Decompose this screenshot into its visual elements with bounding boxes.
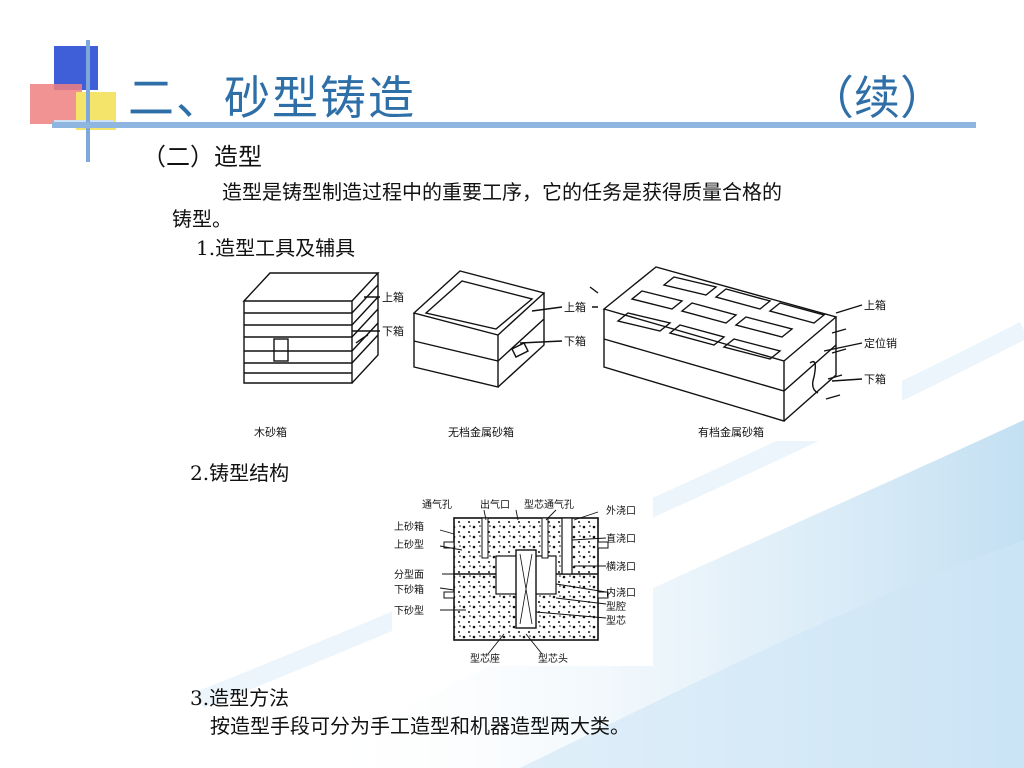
core-seat-label: 型芯座 [470,652,500,665]
ribbed-pin-label: 定位销 [864,336,897,350]
ingate-label: 内浇口 [606,586,636,599]
slide-title-suffix: （续） [808,71,946,125]
upper-mold-label: 上砂型 [394,538,424,551]
mold-figure: 通气孔 出气口 型芯通气孔 外浇口 上砂箱 上砂型 直浇口 分型面 横浇口 下砂… [392,494,653,666]
item-3-text: 按造型手段可分为手工造型和机器造型两大类。 [210,714,630,738]
flask-figure: 上箱 下箱 上箱 下箱 上箱 定位销 下箱 木砂箱 无档金属砂箱 有档金属砂箱 [236,263,902,441]
wood-upper-label: 上箱 [382,290,404,304]
title-decoration [30,40,116,162]
plain-upper-label: 上箱 [564,300,586,314]
section-heading: （二）造型 [142,143,262,171]
core-label: 型芯 [606,614,626,627]
intro-line-2: 铸型。 [172,207,232,231]
plain-lower-label: 下箱 [564,334,586,348]
caption-wood-flask: 木砂箱 [254,425,287,439]
cavity-label: 型腔 [606,600,626,613]
caption-ribbed-flask: 有档金属砂箱 [698,425,764,439]
lower-mold-label: 下砂型 [394,604,424,617]
ribbed-lower-label: 下箱 [864,372,886,386]
item-1-heading: 1.造型工具及辅具 [196,236,356,260]
wood-lower-label: 下箱 [382,324,404,338]
upper-flask-label: 上砂箱 [394,520,424,533]
core-print-label: 型芯头 [538,652,568,665]
sprue-label: 直浇口 [606,532,636,545]
vent-hole-label: 通气孔 [422,498,452,511]
pouring-cup-label: 外浇口 [606,504,636,517]
item-3-heading: 3.造型方法 [190,686,290,710]
intro-line-1: 造型是铸型制造过程中的重要工序，它的任务是获得质量合格的 [222,180,782,204]
caption-plain-flask: 无档金属砂箱 [448,425,514,439]
lower-flask-label: 下砂箱 [394,583,424,596]
core-vent-label: 型芯通气孔 [524,498,574,511]
title-underline [52,122,976,128]
ribbed-upper-label: 上箱 [864,298,886,312]
runner-label: 横浇口 [606,560,636,573]
item-2-heading: 2.铸型结构 [190,461,290,485]
slide-title: 二、砂型铸造 [128,71,416,125]
parting-label: 分型面 [394,568,424,581]
riser-label: 出气口 [480,498,510,511]
